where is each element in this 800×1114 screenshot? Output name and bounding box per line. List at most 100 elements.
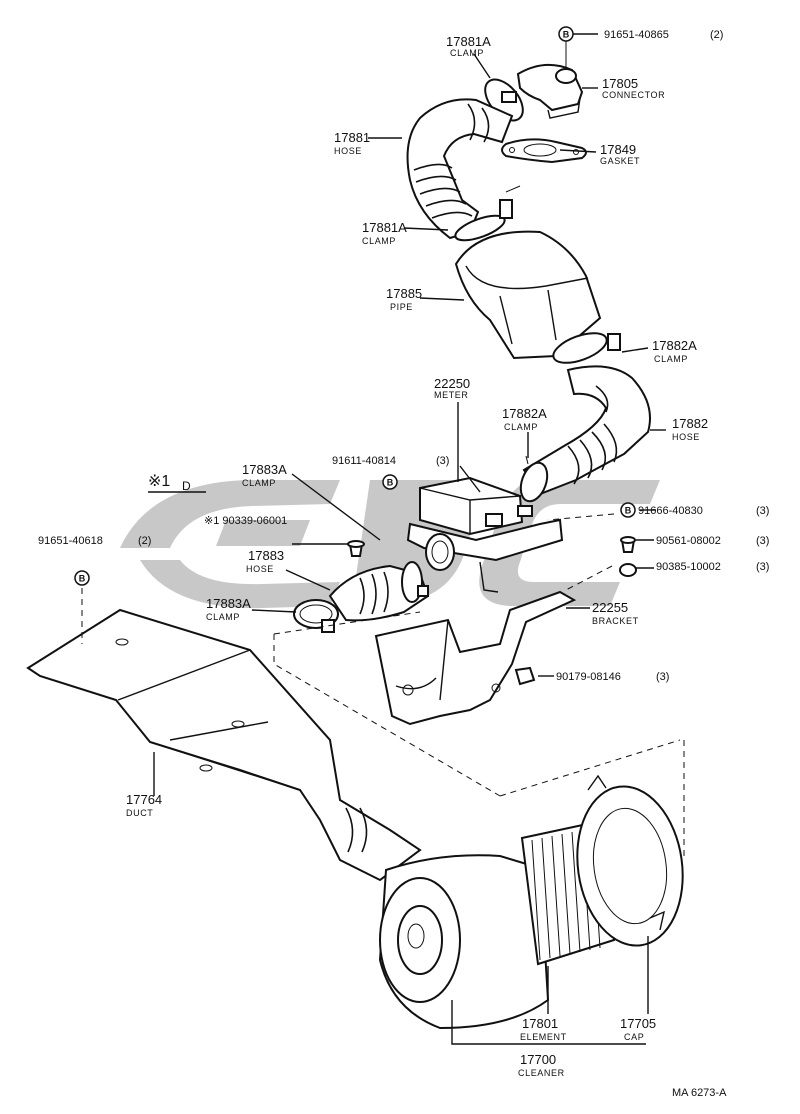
grommet-90339-06001 bbox=[347, 540, 365, 557]
svg-text:(3): (3) bbox=[756, 535, 769, 547]
label-22250: 22250 METER bbox=[434, 376, 470, 400]
cleaner-body-17700 bbox=[378, 854, 550, 1030]
label-17883a-bottom: 17883A CLAMP bbox=[206, 596, 251, 622]
bolt-marker-top: B bbox=[558, 26, 574, 42]
svg-text:CLAMP: CLAMP bbox=[450, 48, 484, 58]
bolt-marker-right: B bbox=[620, 502, 636, 518]
svg-text:ELEMENT: ELEMENT bbox=[520, 1032, 567, 1042]
svg-text:CLAMP: CLAMP bbox=[654, 354, 688, 364]
label-17705: 17705 CAP bbox=[620, 1016, 656, 1042]
bolt-marker-left: B bbox=[74, 570, 90, 586]
svg-text:91666-40830: 91666-40830 bbox=[638, 505, 703, 517]
svg-text:CLAMP: CLAMP bbox=[504, 422, 538, 432]
hose-17881 bbox=[406, 98, 514, 240]
svg-text:17883: 17883 bbox=[248, 548, 284, 563]
svg-text:17849: 17849 bbox=[600, 142, 636, 157]
svg-text:CLEANER: CLEANER bbox=[518, 1068, 565, 1078]
label-17881a-mid: 17881A CLAMP bbox=[362, 220, 407, 246]
clamp-17882a-center bbox=[519, 455, 549, 503]
label-17805: 17805 CONNECTOR bbox=[602, 76, 665, 100]
label-90561-08002: 90561-08002 (3) bbox=[656, 535, 769, 547]
svg-text:91611-40814: 91611-40814 bbox=[332, 455, 396, 467]
svg-text:17805: 17805 bbox=[602, 76, 638, 91]
svg-text:B: B bbox=[387, 478, 394, 488]
label-90179-08146: 90179-08146 (3) bbox=[556, 671, 669, 683]
svg-text:HOSE: HOSE bbox=[334, 146, 362, 156]
label-91651-40865: 91651-40865 (2) bbox=[604, 29, 723, 41]
label-17881: 17881 HOSE bbox=[334, 130, 370, 156]
svg-text:D: D bbox=[182, 479, 191, 493]
svg-text:HOSE: HOSE bbox=[672, 432, 700, 442]
clamp-17883a-bottom bbox=[293, 599, 339, 633]
label-17882: 17882 HOSE bbox=[672, 416, 708, 442]
footer-code: MA 6273-A bbox=[672, 1087, 727, 1099]
bracket-22255 bbox=[374, 590, 577, 726]
duct-17764 bbox=[26, 608, 422, 882]
label-17881a-top: 17881A CLAMP bbox=[446, 34, 491, 58]
svg-text:17882A: 17882A bbox=[652, 338, 697, 353]
gasket-17849 bbox=[501, 138, 587, 164]
label-17882a-right: 17882A CLAMP bbox=[652, 338, 697, 364]
svg-text:(3): (3) bbox=[756, 561, 769, 573]
label-17883: 17883 HOSE bbox=[246, 548, 284, 574]
bolt-marker-center: B bbox=[382, 474, 398, 490]
svg-text:CAP: CAP bbox=[624, 1032, 644, 1042]
cushion-90385-10002 bbox=[619, 563, 637, 577]
label-91666-40830: 91666-40830 (3) bbox=[638, 505, 769, 517]
svg-text:METER: METER bbox=[434, 390, 469, 400]
svg-text:90179-08146: 90179-08146 bbox=[556, 671, 621, 683]
nut-90179-08146 bbox=[514, 666, 536, 686]
label-90385-10002: 90385-10002 (3) bbox=[656, 561, 769, 573]
svg-text:17883A: 17883A bbox=[242, 462, 287, 477]
svg-text:B: B bbox=[563, 30, 570, 40]
svg-text:※1 90339-06001: ※1 90339-06001 bbox=[204, 515, 287, 527]
svg-text:B: B bbox=[625, 506, 632, 516]
clamp-17883a-top bbox=[401, 561, 429, 603]
svg-text:CONNECTOR: CONNECTOR bbox=[602, 90, 665, 100]
svg-text:CLAMP: CLAMP bbox=[206, 612, 240, 622]
meter-22250 bbox=[406, 476, 564, 593]
svg-text:91651-40865: 91651-40865 bbox=[604, 29, 669, 41]
svg-text:17885: 17885 bbox=[386, 286, 422, 301]
svg-text:HOSE: HOSE bbox=[246, 564, 274, 574]
svg-text:17700: 17700 bbox=[520, 1052, 556, 1067]
svg-text:MA 6273-A: MA 6273-A bbox=[672, 1087, 727, 1099]
note-mark-1d: ※1 D bbox=[148, 473, 191, 493]
label-22255: 22255 BRACKET bbox=[592, 600, 639, 626]
svg-text:22255: 22255 bbox=[592, 600, 628, 615]
svg-text:17883A: 17883A bbox=[206, 596, 251, 611]
clamp-17882a-right bbox=[552, 332, 621, 364]
svg-text:(3): (3) bbox=[656, 671, 669, 683]
svg-text:17881A: 17881A bbox=[446, 34, 491, 49]
svg-text:(3): (3) bbox=[756, 505, 769, 517]
cap-17705 bbox=[576, 774, 684, 947]
svg-text:GASKET: GASKET bbox=[600, 156, 640, 166]
label-17882a-center: 17882A CLAMP bbox=[502, 406, 547, 432]
svg-text:17881: 17881 bbox=[334, 130, 370, 145]
clamp-17881a-mid bbox=[454, 185, 521, 242]
washer-90561-08002 bbox=[620, 536, 636, 553]
svg-text:17801: 17801 bbox=[522, 1016, 558, 1031]
label-17700: 17700 CLEANER bbox=[518, 1052, 565, 1078]
label-17883a-top: 17883A CLAMP bbox=[242, 462, 287, 488]
pipe-17885 bbox=[454, 230, 602, 360]
svg-text:CLAMP: CLAMP bbox=[362, 236, 396, 246]
svg-text:17705: 17705 bbox=[620, 1016, 656, 1031]
svg-text:22250: 22250 bbox=[434, 376, 470, 391]
svg-text:B: B bbox=[79, 574, 86, 584]
svg-text:17764: 17764 bbox=[126, 792, 162, 807]
svg-text:(2): (2) bbox=[710, 29, 723, 41]
svg-text:※1: ※1 bbox=[148, 473, 170, 490]
svg-text:DUCT: DUCT bbox=[126, 808, 153, 818]
connector-17805 bbox=[516, 63, 584, 119]
leader-lines bbox=[81, 33, 685, 1045]
label-17801: 17801 ELEMENT bbox=[520, 1016, 567, 1042]
svg-text:90385-10002: 90385-10002 bbox=[656, 561, 721, 573]
hose-17882 bbox=[522, 365, 651, 496]
svg-text:(2): (2) bbox=[138, 535, 151, 547]
svg-text:17882: 17882 bbox=[672, 416, 708, 431]
svg-text:91651-40618: 91651-40618 bbox=[38, 535, 103, 547]
svg-text:BRACKET: BRACKET bbox=[592, 616, 639, 626]
